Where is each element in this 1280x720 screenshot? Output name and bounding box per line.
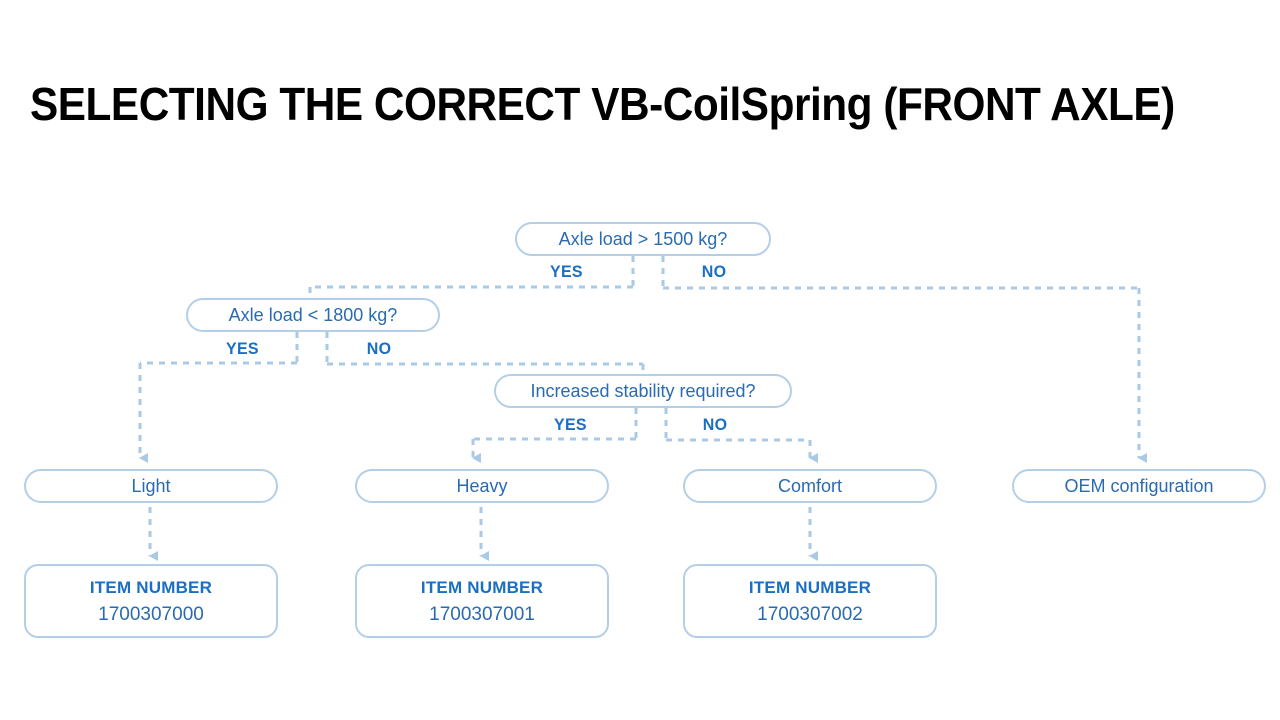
- item-number-heading: ITEM NUMBER: [748, 577, 872, 597]
- result-label: OEM configuration: [1064, 476, 1214, 496]
- decision-node-axle-load-1800[interactable]: Axle load < 1800 kg?: [186, 298, 440, 332]
- result-node-comfort[interactable]: Comfort: [683, 469, 937, 503]
- item-number-heading: ITEM NUMBER: [89, 577, 213, 597]
- decision-node-increased-stability[interactable]: Increased stability required?: [494, 374, 792, 408]
- branch-label-d2-yes: YES: [226, 339, 259, 358]
- branch-label-d3-yes: YES: [554, 415, 587, 434]
- result-label: Light: [131, 476, 171, 496]
- result-node-oem-configuration[interactable]: OEM configuration: [1012, 469, 1266, 503]
- branch-label-d1-no: NO: [701, 262, 727, 281]
- item-number-heading: ITEM NUMBER: [420, 577, 544, 597]
- decision-node-axle-load-1500[interactable]: Axle load > 1500 kg?: [515, 222, 771, 256]
- decision-label: Axle load > 1500 kg?: [558, 229, 728, 249]
- item-number-value: 1700307000: [98, 603, 204, 625]
- item-number-box-light[interactable]: ITEM NUMBER 1700307000: [24, 564, 278, 638]
- result-label: Comfort: [777, 476, 842, 496]
- result-label: Heavy: [456, 476, 508, 496]
- item-number-value: 1700307002: [757, 603, 863, 625]
- item-number-value: 1700307001: [429, 603, 535, 625]
- branch-label-d2-no: NO: [366, 339, 392, 358]
- item-number-box-heavy[interactable]: ITEM NUMBER 1700307001: [355, 564, 609, 638]
- decision-label: Axle load < 1800 kg?: [228, 305, 398, 325]
- branch-label-d1-yes: YES: [550, 262, 583, 281]
- item-number-box-comfort[interactable]: ITEM NUMBER 1700307002: [683, 564, 937, 638]
- decision-label: Increased stability required?: [530, 381, 756, 401]
- result-node-heavy[interactable]: Heavy: [355, 469, 609, 503]
- branch-label-d3-no: NO: [702, 415, 728, 434]
- page-title: SELECTING THE CORRECT VB-CoilSpring (FRO…: [30, 78, 1175, 130]
- result-node-light[interactable]: Light: [24, 469, 278, 503]
